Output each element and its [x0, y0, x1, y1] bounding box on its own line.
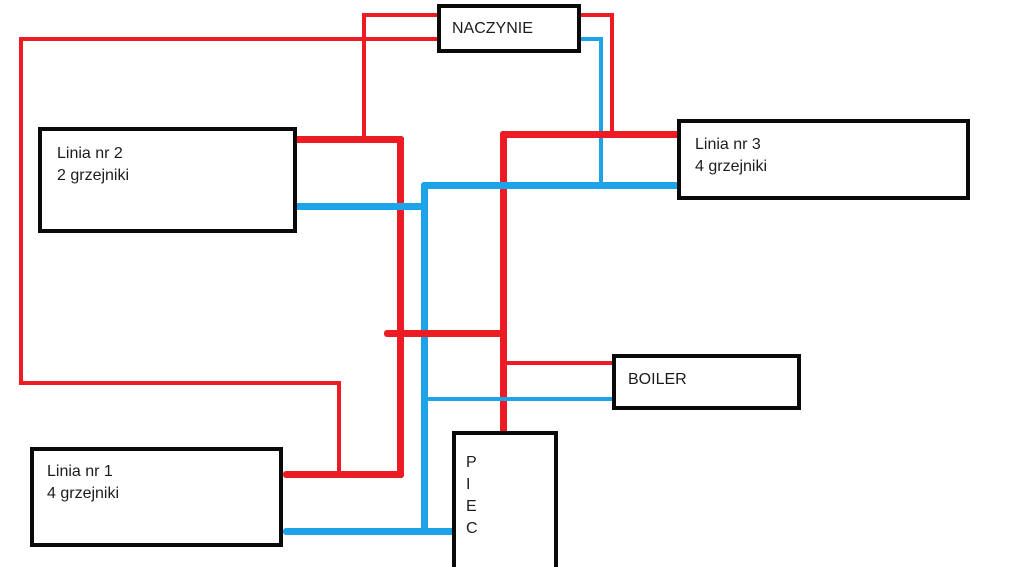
pipe-hot-bridge-h: [384, 330, 504, 337]
pipe-cold-main-v: [421, 182, 428, 533]
pipe-hot-naczynie-right-h: [577, 13, 614, 17]
box-naczynie: NACZYNIE: [437, 4, 581, 53]
pipe-cold-linia2-return-h: [293, 203, 426, 210]
box-piec-label: P I E C: [456, 435, 554, 540]
box-linia-3: Linia nr 3 4 grzejniki: [677, 119, 970, 200]
box-linia-3-subtitle: 4 grzejniki: [695, 158, 768, 175]
pipe-hot-linia2-supply-h: [293, 136, 404, 143]
pipe-cold-linia1-return-h: [283, 528, 458, 535]
pipe-cold-naczynie-right-v: [599, 37, 603, 186]
pipe-hot-boiler-supply-h: [504, 361, 616, 365]
box-linia-2: Linia nr 2 2 grzejniki: [38, 127, 297, 233]
pipe-cold-naczynie-right-h: [577, 37, 603, 41]
pipe-hot-naczynie-right-v: [610, 13, 614, 138]
box-boiler: BOILER: [612, 354, 801, 410]
piec-letter-e: E: [466, 498, 477, 515]
pipe-hot-left-loop-v: [19, 37, 23, 385]
box-boiler-label: BOILER: [628, 371, 687, 388]
pipe-hot-naczynie-left-top-h: [362, 13, 441, 17]
piec-letter-p: P: [466, 454, 477, 471]
box-linia-1-title: Linia nr 1: [47, 463, 113, 480]
pipe-hot-naczynie-left-top-v: [362, 13, 366, 140]
box-linia-2-title: Linia nr 2: [57, 145, 123, 162]
box-piec: P I E C: [452, 431, 558, 567]
pipe-hot-linia1-supply-h: [283, 471, 404, 478]
pipe-hot-left-loop-top-h: [19, 37, 441, 41]
pipe-hot-left-loop-down-v: [337, 381, 341, 475]
box-linia-1: Linia nr 1 4 grzejniki: [30, 447, 283, 547]
box-linia-2-subtitle: 2 grzejniki: [57, 167, 130, 184]
box-linia-3-title: Linia nr 3: [695, 136, 761, 153]
piec-letter-i: I: [466, 476, 471, 493]
piec-letter-c: C: [466, 520, 478, 537]
box-naczynie-label: NACZYNIE: [452, 20, 533, 37]
pipe-cold-linia3-return-h: [421, 182, 681, 189]
box-linia-1-subtitle: 4 grzejniki: [47, 485, 120, 502]
pipe-cold-boiler-return-h: [424, 397, 616, 401]
pipe-hot-main-center-v: [500, 131, 507, 435]
pipe-hot-linia3-supply-h: [500, 131, 681, 138]
pipe-hot-main-left-v: [397, 136, 404, 478]
pipe-hot-left-loop-bottom-h: [19, 381, 341, 385]
